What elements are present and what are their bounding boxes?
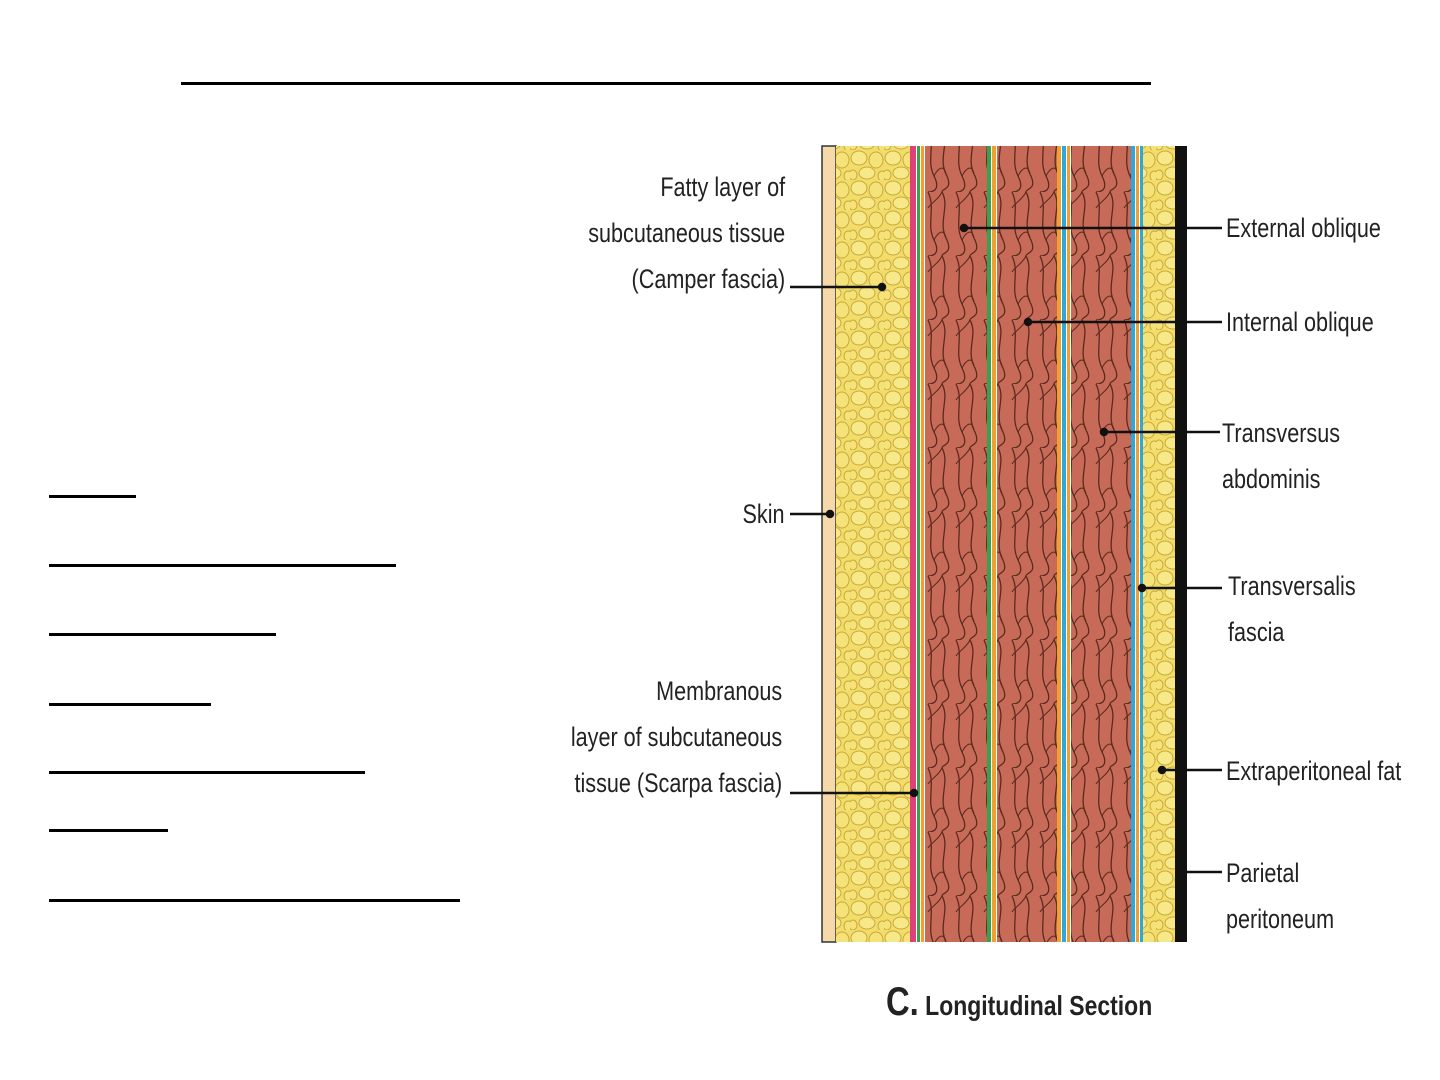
label-parietal-peritoneum: Parietal peritoneum: [1226, 858, 1335, 934]
blank-line-6: [49, 829, 168, 832]
parietal-peritoneum-layer: [1175, 146, 1187, 942]
label-transversalis-fascia: Transversalis fascia: [1228, 571, 1356, 647]
label-external-oblique: External oblique: [1226, 213, 1381, 243]
internal-oblique-layer: [997, 146, 1057, 942]
scarpa-fascia: [910, 146, 916, 942]
fascia-blue-1: [1062, 146, 1066, 942]
transversalis-fascia-layer: [1131, 146, 1135, 942]
transversus-layer: [1071, 146, 1131, 942]
blank-line-4: [49, 703, 211, 706]
fascia-green-2: [987, 146, 991, 942]
diagram-caption: C. Longitudinal Section: [886, 980, 1152, 1025]
blank-line-2: [49, 564, 396, 567]
label-internal-oblique: Internal oblique: [1226, 307, 1374, 337]
fascia-orange-4: [1067, 146, 1070, 942]
label-extraperitoneal-fat: Extraperitoneal fat: [1226, 756, 1402, 786]
fascia-orange-2: [992, 146, 996, 942]
label-fatty-layer: Fatty layer of subcutaneous tissue (Camp…: [588, 172, 785, 294]
fascia-orange-1: [921, 146, 924, 942]
blank-line-1: [49, 495, 136, 498]
external-oblique-layer: [925, 146, 987, 942]
fatty-layer: [836, 146, 910, 942]
caption-letter: C.: [886, 980, 919, 1024]
caption-text: Longitudinal Section: [925, 990, 1153, 1021]
blank-line-5: [49, 771, 365, 774]
label-membranous-layer: Membranous layer of subcutaneous tissue …: [570, 676, 782, 798]
label-skin: Skin: [742, 499, 785, 529]
blank-line-7: [49, 899, 460, 902]
title-underline: [181, 82, 1151, 85]
label-transversus-abdominis: Transversus abdominis: [1222, 418, 1341, 494]
fascia-orange-5: [1136, 146, 1139, 942]
blank-line-3: [49, 633, 276, 636]
fascia-orange-3: [1057, 146, 1061, 942]
extraperitoneal-fat-layer: [1143, 146, 1175, 942]
fascia-green-1: [917, 146, 920, 942]
fascia-blue-2: [1140, 146, 1143, 942]
skin-layer: [821, 145, 837, 943]
